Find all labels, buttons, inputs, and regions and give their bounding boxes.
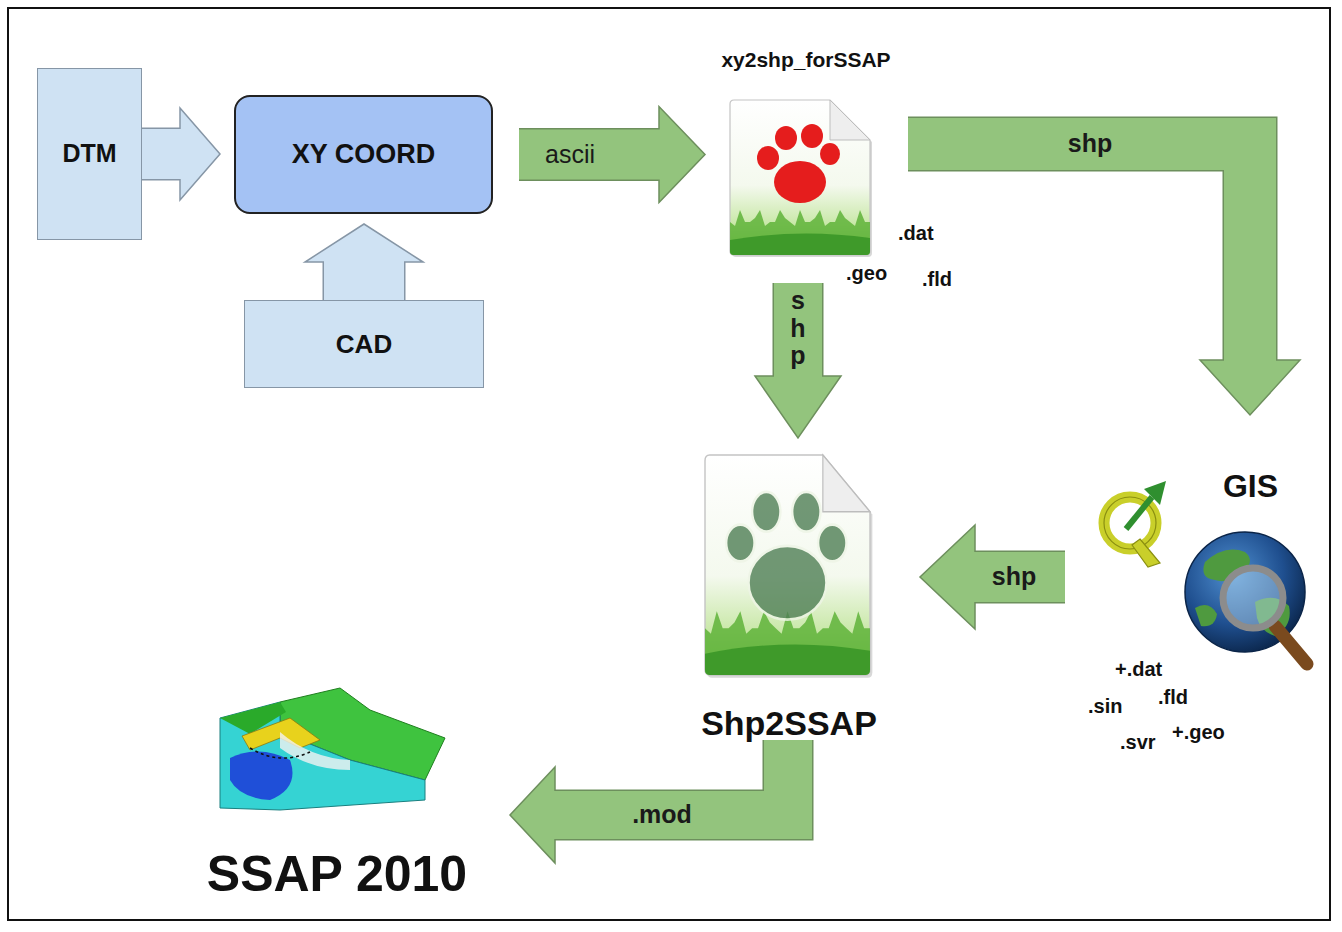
node-label: XY COORD (292, 140, 436, 170)
node-label: SSAP 2010 (207, 847, 467, 902)
software-node: SSAP 2010 (192, 680, 482, 912)
document-icon (823, 455, 870, 512)
file-extension-label: .fld (922, 268, 952, 290)
arrow-head (1200, 360, 1300, 415)
globe-search-icon (1195, 605, 1217, 626)
source-box: CAD (244, 300, 484, 388)
block-arrow (908, 144, 1300, 415)
document-icon (730, 210, 875, 255)
node-label: GIS (1223, 469, 1278, 504)
document-icon (774, 161, 826, 203)
slope-model-illustration (220, 688, 445, 810)
document-icon (752, 492, 780, 532)
gis-icons: GIS (1088, 455, 1320, 665)
arrow-head (180, 108, 220, 200)
node-label: Shp2SSAP (701, 705, 877, 742)
illustration (678, 450, 900, 742)
block-arrow (510, 740, 788, 863)
document-icon (818, 525, 846, 562)
file-extension-label: .svr (1120, 731, 1156, 753)
document-icon (730, 233, 870, 255)
qgis-logo (1132, 539, 1160, 567)
arrow-head (920, 525, 975, 629)
block-arrow (920, 525, 1065, 629)
node-label: xy2shp_forSSAP (721, 48, 890, 71)
process-box: XY COORD (234, 95, 493, 214)
source-box: DTM (37, 68, 142, 240)
qgis-logo (1104, 481, 1166, 567)
arrow-head (755, 376, 841, 438)
block-arrow (519, 107, 705, 203)
edge-label: shp (1068, 130, 1112, 158)
edge-label: ascii (545, 141, 595, 169)
document-icon (801, 124, 823, 148)
document-icon (757, 124, 840, 203)
file-extension-label: .fld (1158, 686, 1188, 708)
globe-search-icon (1185, 532, 1307, 664)
node-label: CAD (336, 330, 392, 359)
block-arrow (141, 108, 220, 200)
file-extension-label: .sin (1088, 695, 1122, 717)
program-icon: xy2shp_forSSAP (706, 48, 906, 258)
slope-model-illustration (230, 751, 293, 800)
arrow-body (972, 552, 1065, 602)
arrow-body (519, 130, 662, 180)
arrow-body (774, 283, 822, 379)
document-icon (820, 143, 840, 165)
document-icon (757, 146, 779, 170)
arrow-body (324, 259, 404, 301)
arrow-head (305, 224, 423, 262)
node-label: DTM (62, 140, 116, 168)
document-icon (705, 455, 876, 678)
slope-model-illustration (280, 732, 350, 770)
arrow-outline (908, 144, 1250, 360)
slope-model-illustration (220, 702, 425, 810)
edge-label: shp (992, 563, 1036, 591)
document-icon (792, 492, 820, 532)
block-arrow (755, 283, 841, 438)
file-extension-label: +.geo (1172, 721, 1225, 743)
arrow-head (510, 767, 555, 863)
qgis-logo (1144, 481, 1166, 505)
file-extension-label: .dat (898, 222, 934, 244)
qgis-logo (1104, 497, 1156, 549)
program-icon: Shp2SSAP (678, 450, 900, 742)
slope-model-illustration (250, 748, 310, 758)
globe-search-icon (1275, 626, 1307, 664)
document-icon (749, 546, 827, 620)
document-icon (730, 100, 875, 257)
globe-search-icon (1223, 568, 1283, 628)
arrow-body (552, 740, 788, 815)
arrow-head (659, 107, 705, 203)
edge-label: .mod (632, 801, 692, 829)
arrow-body (908, 144, 1250, 363)
file-extension-label: .geo (846, 262, 887, 284)
document-icon (726, 525, 754, 562)
illustration (1088, 455, 1320, 665)
file-extension-label: +.dat (1115, 658, 1162, 680)
illustration (706, 48, 906, 258)
document-icon (726, 492, 846, 620)
arrow-body (141, 129, 183, 179)
document-icon (830, 100, 870, 140)
qgis-logo (1104, 497, 1156, 549)
document-icon (705, 644, 870, 675)
edge-label: shp (786, 287, 811, 370)
block-arrow (305, 224, 423, 301)
qgis-logo (1126, 497, 1152, 529)
document-icon (775, 126, 797, 150)
